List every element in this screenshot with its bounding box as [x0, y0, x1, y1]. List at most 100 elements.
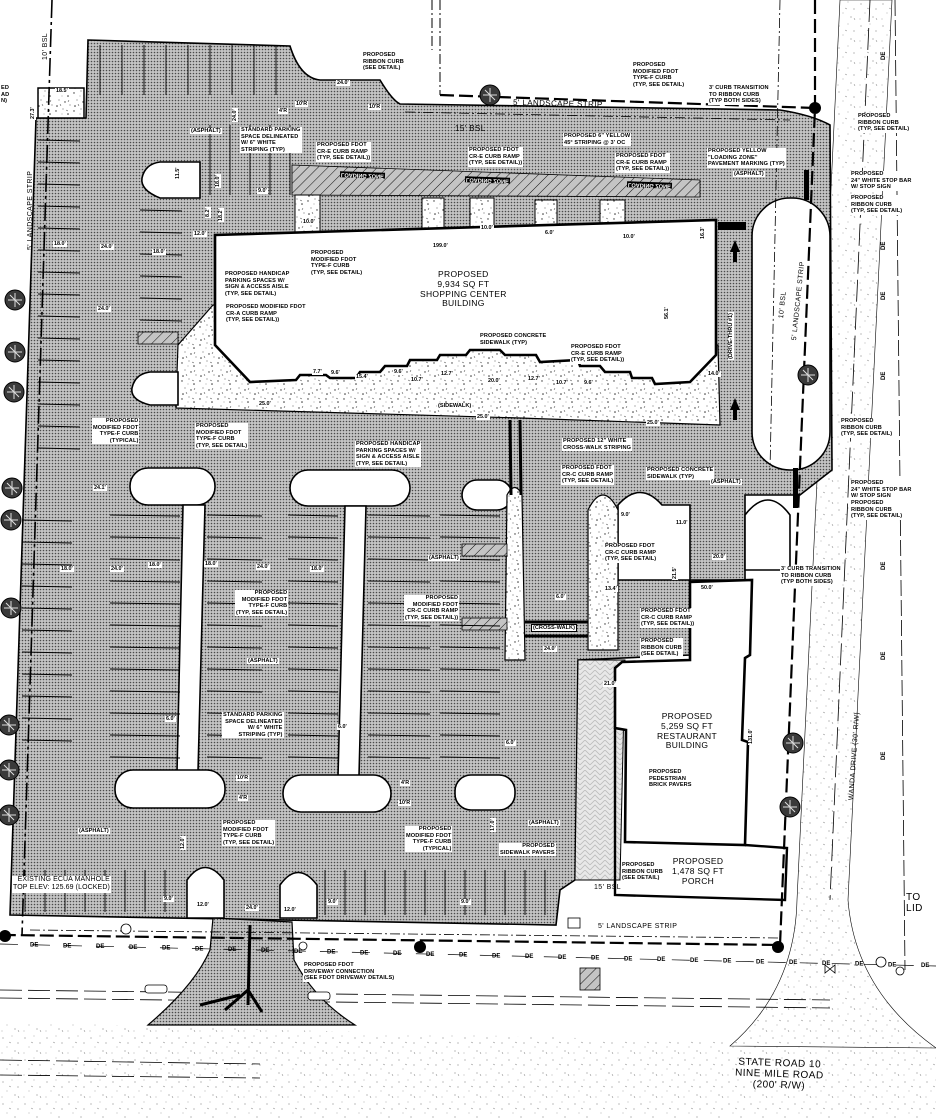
- dimension-label: 10'R: [398, 800, 412, 806]
- utility-label-de: DE: [492, 953, 500, 959]
- callout-concrete-sidewalk: PROPOSED CONCRETE SIDEWALK (TYP): [646, 467, 715, 481]
- stall-line: [21, 629, 73, 632]
- stall-line: [439, 514, 501, 517]
- asphalt-tag: (ASPHALT): [733, 171, 765, 177]
- island: [282, 774, 392, 813]
- stall-line: [287, 536, 339, 539]
- callout-pad: ED AD N): [0, 85, 11, 105]
- stall-line: [109, 668, 181, 671]
- callout-driveway-connection: PROPOSED FDOT DRIVEWAY CONNECTION (SEE F…: [303, 962, 396, 982]
- tree-icon: [0, 804, 20, 826]
- inlet-icon: [144, 984, 168, 994]
- tree-icon: [0, 597, 22, 619]
- island: [279, 871, 318, 919]
- dimension-label: 6.0': [337, 724, 348, 730]
- stop-bar: [718, 222, 746, 230]
- dimension-label: 8.2': [205, 207, 211, 218]
- stall-line: [206, 558, 263, 561]
- stall-line: [109, 514, 181, 517]
- stall-line: [287, 756, 339, 759]
- tree-icon: [479, 84, 501, 106]
- dimension-label: 18.0': [152, 249, 166, 255]
- dimension-label: 12.7': [527, 376, 541, 382]
- stall-line: [287, 514, 339, 517]
- utility-label-de: DE: [881, 372, 887, 380]
- dimension-label: 10'R: [295, 101, 309, 107]
- stall-line: [439, 580, 501, 583]
- utility-label-de: DE: [195, 946, 203, 952]
- stall-line: [21, 651, 73, 654]
- stall-line: [37, 337, 81, 340]
- callout-brick-pavers: PROPOSED PEDESTRIAN BRICK PAVERS: [649, 769, 692, 789]
- stall-line: [367, 536, 431, 539]
- utility-label-de: DE: [96, 944, 104, 950]
- stall-line: [367, 712, 431, 715]
- stall-line: [206, 756, 263, 759]
- dimension-label: 4'R: [238, 795, 249, 801]
- callout-cr-a-ramp: PROPOSED MODIFIED FDOT CR-A CURB RAMP (T…: [225, 304, 307, 324]
- restaurant-building: [613, 578, 754, 847]
- asphalt-tag: (ASPHALT): [528, 820, 560, 826]
- stall-line: [37, 315, 81, 318]
- trees: [0, 84, 819, 826]
- dimension-label: 10'R: [236, 775, 250, 781]
- drive-thru-arrow-icon: [730, 398, 740, 420]
- sewer-manhole-icon: [120, 923, 132, 935]
- callout-curb-transition: 3' CURB TRANSITION TO RIBBON CURB (TYP B…: [708, 85, 770, 105]
- callout-ribbon-curb: PROPOSED RIBBON CURB (SEE DETAIL): [640, 638, 683, 658]
- dimension-label: 25.0': [258, 401, 272, 407]
- dimension-label: 56.1': [664, 306, 670, 320]
- tree-icon: [3, 381, 25, 403]
- dimension-label: 9.6': [583, 380, 594, 386]
- dimension-label: 18.5': [55, 88, 69, 94]
- tree-icon: [1, 477, 23, 499]
- left-bsl-label: 10' BSL: [42, 32, 49, 60]
- stall-line: [139, 275, 183, 278]
- grate-inlet-icon: [579, 967, 601, 991]
- callout-cr-e-ramp: PROPOSED FDOT CR-E CURB RAMP (TYP, SEE D…: [468, 147, 524, 167]
- callout-standard-parking: STANDARD PARKING SPACE DELINEATED W/ 6" …: [222, 712, 284, 739]
- utility-label-de: DE: [888, 962, 896, 968]
- stall-line: [287, 646, 339, 649]
- dimension-label: 131.0': [748, 728, 754, 745]
- callout-standard-parking: STANDARD PARKING SPACE DELINEATED W/ 6" …: [240, 127, 302, 154]
- dimension-label: 25.0': [476, 414, 490, 420]
- wanda-drive-pavement: [729, 0, 936, 1049]
- utility-label-de: DE: [360, 950, 368, 956]
- dimension-label: 6.0': [544, 230, 555, 236]
- dimension-label: 9.0': [257, 188, 268, 194]
- callout-type-f-curb: PROPOSED MODIFIED FDOT TYPE-F CURB (TYP,…: [195, 423, 249, 450]
- stall-line: [37, 293, 81, 296]
- stop-bar: [793, 468, 798, 508]
- utility-label-de: DE: [261, 948, 269, 954]
- callout-loading-zone: PROPOSED YELLOW "LOADING ZONE" PAVEMENT …: [707, 148, 786, 168]
- asphalt-tag: (ASPHALT): [78, 828, 110, 834]
- property-corner-markers: [0, 102, 821, 953]
- stall-line: [367, 624, 431, 627]
- utility-label-de: DE: [881, 242, 887, 250]
- stall-line: [287, 580, 339, 583]
- asphalt-tag: (ASPHALT): [247, 658, 279, 664]
- dimension-label: 18.0': [53, 241, 67, 247]
- dimension-label: 10.7': [555, 380, 569, 386]
- dimension-label: 24.0': [256, 564, 270, 570]
- dimension-label: 25.0': [646, 420, 660, 426]
- stall-line: [139, 209, 183, 212]
- dimension-label: 50.0': [700, 585, 714, 591]
- dimension-label: 18.0': [215, 174, 221, 188]
- callout-concrete-sidewalk: PROPOSED CONCRETE SIDEWALK (TYP): [479, 333, 548, 347]
- island: [454, 774, 516, 811]
- dimension-label: 17.0': [490, 818, 496, 832]
- state-road-pavement: [0, 1022, 936, 1118]
- dimension-label: 24.1': [93, 485, 107, 491]
- utility-symbols: [120, 917, 905, 1001]
- utility-label-de: DE: [723, 959, 731, 965]
- dimension-label: 13.4': [604, 586, 618, 592]
- asphalt-tag: (ASPHALT): [190, 128, 222, 134]
- dimension-label: 9.0': [163, 896, 174, 902]
- stall-line: [109, 712, 181, 715]
- porch-label: PROPOSED 1,478 SQ FT PORCH: [672, 856, 724, 886]
- stall-line: [439, 734, 501, 737]
- crosswalk-label: (CROSS-WALK): [531, 624, 577, 632]
- stall-line: [21, 673, 73, 676]
